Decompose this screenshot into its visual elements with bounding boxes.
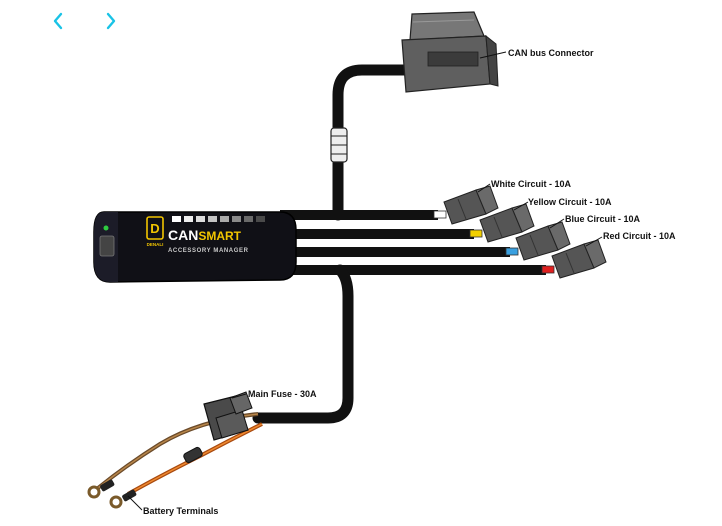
usb-port: [99, 235, 115, 257]
previous-image-button[interactable]: [46, 8, 72, 34]
chevron-left-icon: [53, 12, 63, 30]
white-circuit-label: White Circuit - 10A: [491, 179, 572, 189]
brand-logo-name: DENALI: [147, 242, 164, 247]
chevron-right-icon: [106, 12, 116, 30]
battery-terminals-label: Battery Terminals: [143, 506, 218, 516]
cable-splice: [330, 127, 348, 163]
brand-logo: [146, 216, 164, 240]
level-indicator: [172, 216, 265, 222]
can-bus-connector-label: CAN bus Connector: [508, 48, 594, 58]
can-bus-connector: [401, 11, 499, 93]
wire-ends: [433, 210, 555, 274]
yellow-circuit-connector: [479, 203, 535, 243]
brand-logo-letter: D: [150, 221, 159, 236]
main-fuse-label: Main Fuse - 30A: [248, 389, 317, 399]
yellow-circuit-label: Yellow Circuit - 10A: [528, 197, 612, 207]
power-cable: [252, 264, 354, 424]
product-tagline: ACCESSORY MANAGER: [168, 248, 249, 254]
red-circuit-label: Red Circuit - 10A: [603, 231, 676, 241]
blue-circuit-label: Blue Circuit - 10A: [565, 214, 641, 224]
battery-ring-terminals: [87, 479, 137, 509]
output-cables: [280, 210, 546, 275]
status-led: [103, 225, 109, 231]
can-bus-cable: [332, 64, 436, 221]
leader-lines: [127, 51, 603, 511]
product-name: CANSMART: [168, 227, 242, 243]
cansmart-controller: D DENALI CANSMART ACCESSORY MANAGER: [93, 211, 297, 283]
main-fuse-holder: [183, 391, 253, 464]
next-image-button[interactable]: [97, 8, 123, 34]
